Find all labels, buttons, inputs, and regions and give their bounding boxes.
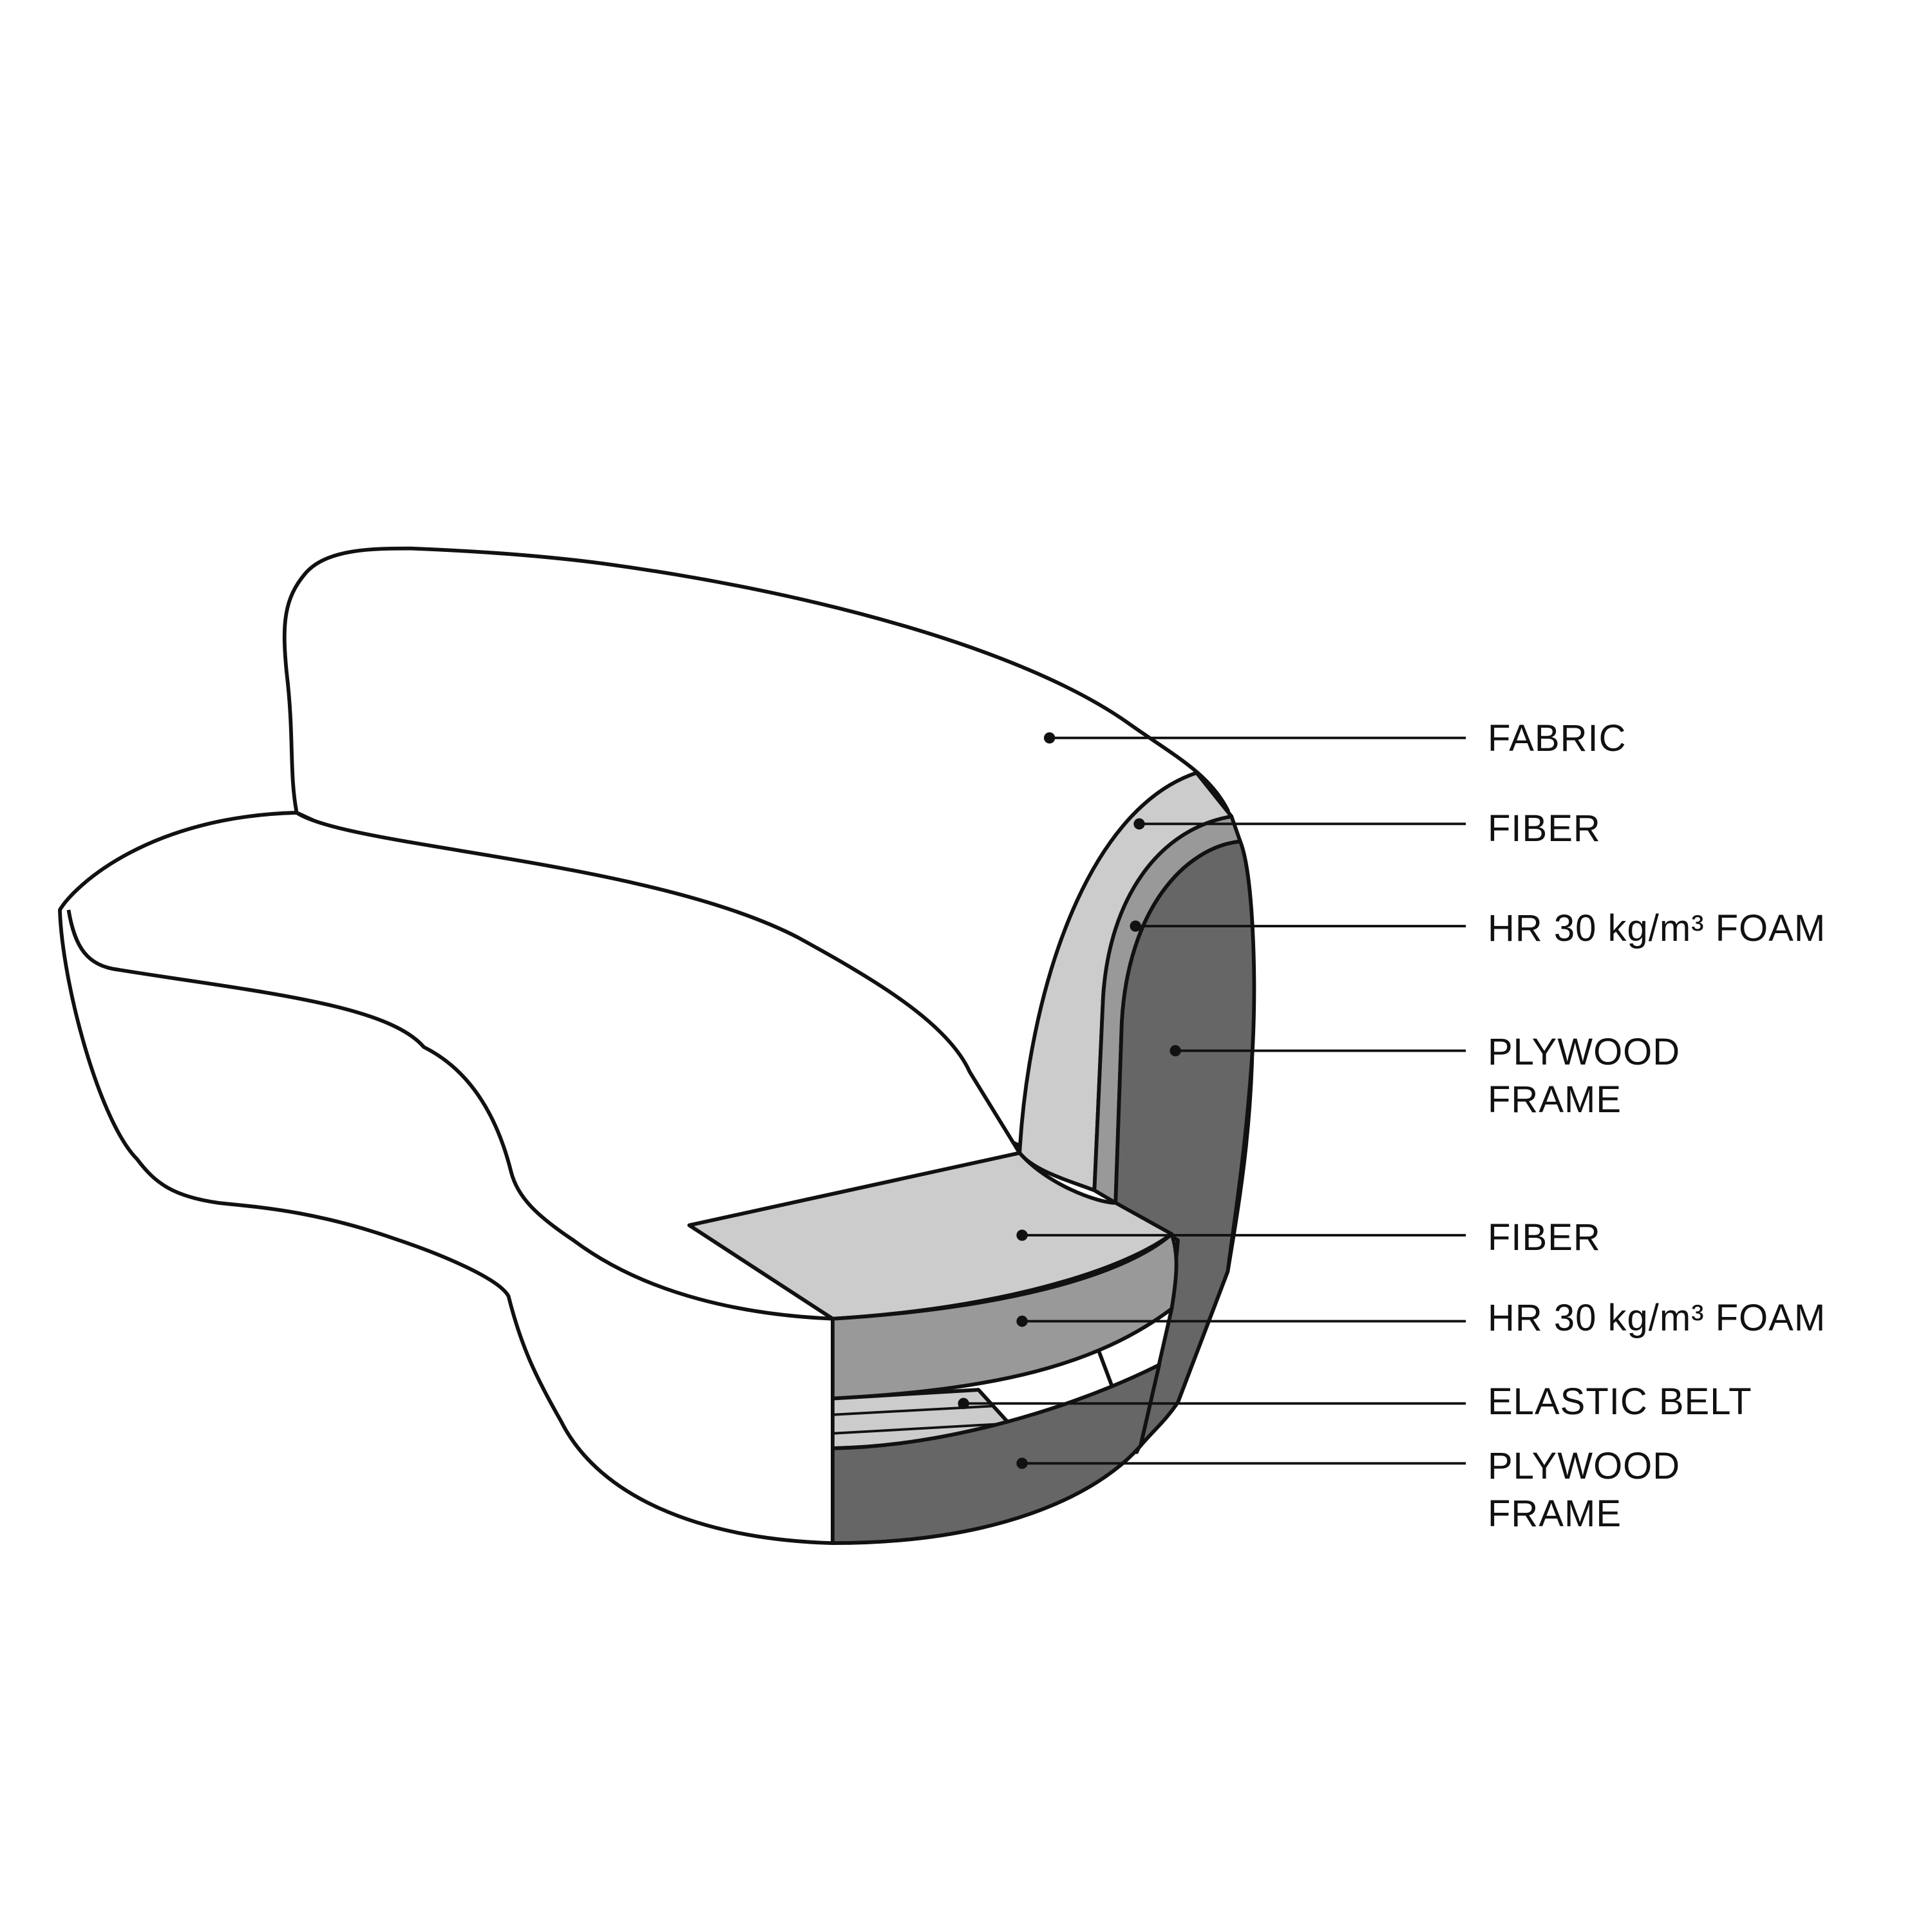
label-fiber-back: FIBER bbox=[1488, 808, 1601, 849]
seat-front-curve bbox=[66, 909, 833, 1321]
back-plywood-frame bbox=[1113, 839, 1256, 1448]
label-foam-back: HR 30 kg/m³ FOAM bbox=[1488, 907, 1826, 949]
label-fabric: FABRIC bbox=[1488, 717, 1627, 759]
seat-foam-layer bbox=[831, 1232, 1179, 1401]
label-fiber-seat: FIBER bbox=[1488, 1217, 1601, 1258]
label-elastic-belt: ELASTIC BELT bbox=[1488, 1381, 1752, 1423]
sofa-seat bbox=[58, 811, 1022, 1546]
label-foam-seat: HR 30 kg/m³ FOAM bbox=[1488, 1297, 1826, 1339]
label-plywood-base: PLYWOOD FRAME bbox=[1488, 1445, 1681, 1535]
base-plywood-frame bbox=[831, 1363, 1161, 1546]
label-plywood-back: PLYWOOD FRAME bbox=[1488, 1031, 1681, 1121]
